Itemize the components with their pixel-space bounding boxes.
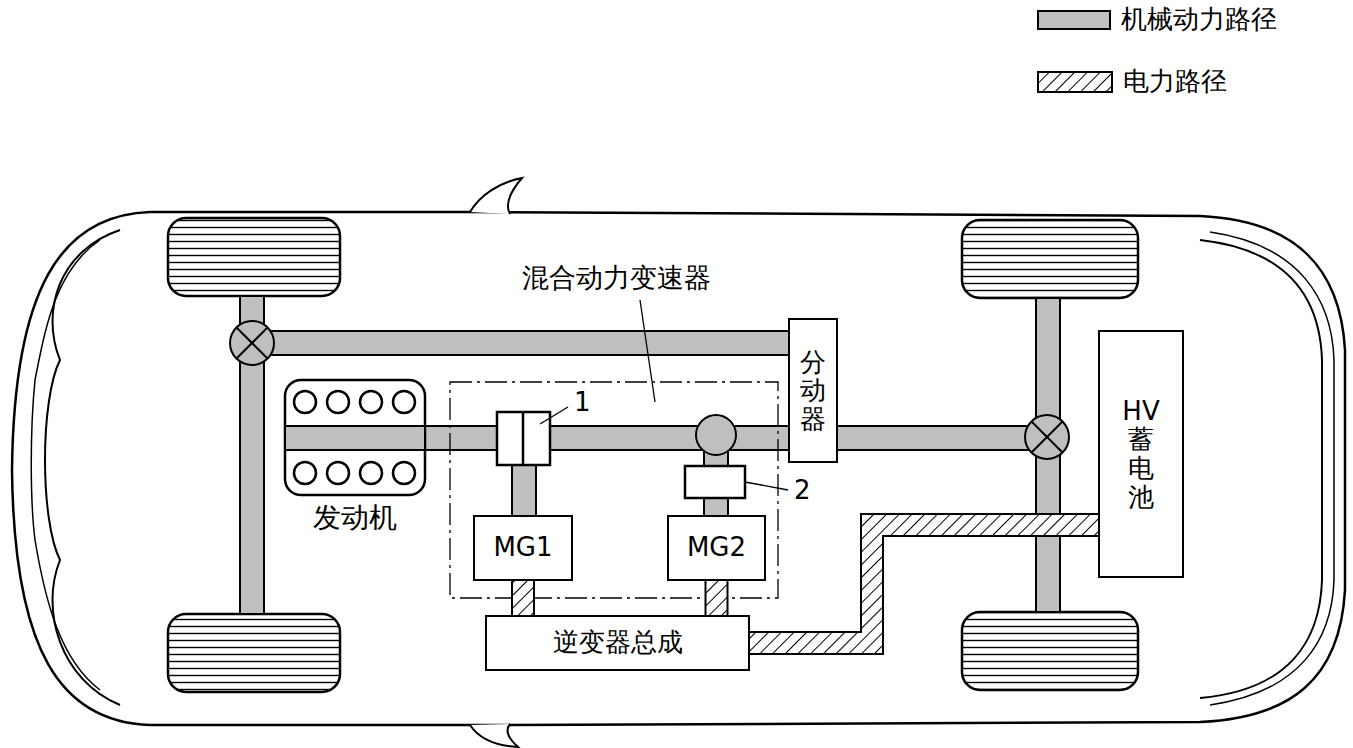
leader-line <box>745 482 788 490</box>
legend-swatch <box>1037 10 1111 30</box>
mg1-shaft <box>512 464 536 516</box>
wheel <box>168 218 340 296</box>
electric-path <box>523 581 524 615</box>
engine-crank <box>285 426 425 450</box>
battery-box: HV蓄电池 <box>1098 330 1184 578</box>
rear-trim <box>1200 240 1322 698</box>
reduction-device <box>685 466 745 498</box>
node-label: HV蓄电池 <box>1122 397 1161 511</box>
node-label: 分动器 <box>800 348 826 434</box>
rear-trim <box>1210 232 1334 705</box>
engine-block <box>285 380 425 495</box>
motor-generator-box: MG1 <box>473 515 573 581</box>
front-grille <box>45 230 120 705</box>
legend-row: 电力路径 <box>1037 67 1227 97</box>
legend-row: 机械动力路径 <box>1037 5 1277 35</box>
node-label: 混合动力变速器 <box>522 262 711 293</box>
node-label: MG2 <box>687 533 746 563</box>
wheel <box>962 612 1138 690</box>
electric-path <box>716 581 717 615</box>
callout-number: 1 <box>572 388 593 418</box>
reduction-gear <box>696 415 736 455</box>
engine: 发动机 <box>285 380 425 495</box>
transmission-region: 混合动力变速器MG1MG2 <box>450 382 778 598</box>
node-label: 发动机 <box>313 502 397 534</box>
electric-path <box>750 525 1098 643</box>
leader-line <box>640 300 655 402</box>
callout-number: 2 <box>792 476 813 506</box>
car-body <box>12 212 1345 725</box>
transfer-case-box: 分动器 <box>788 318 838 463</box>
rear-differential <box>1025 415 1069 459</box>
inverter-box: 逆变器总成 <box>485 615 750 671</box>
front-differential <box>230 321 274 365</box>
legend-text: 机械动力路径 <box>1121 5 1277 35</box>
wheel <box>962 220 1138 298</box>
wheel <box>168 614 340 692</box>
power-split-device <box>497 412 550 465</box>
leader-line <box>540 407 568 424</box>
mirror <box>470 724 518 747</box>
node-label: 逆变器总成 <box>553 628 683 658</box>
legend-hatch-sample <box>1037 71 1113 93</box>
legend-text: 电力路径 <box>1123 67 1227 97</box>
transmission-outline <box>450 382 778 598</box>
mg2-shaft <box>704 498 728 516</box>
front-driveshaft <box>255 331 790 355</box>
front-grille <box>31 240 100 690</box>
mirror <box>470 178 522 214</box>
node-label: MG1 <box>493 533 552 563</box>
motor-generator-box: MG2 <box>667 515 766 581</box>
